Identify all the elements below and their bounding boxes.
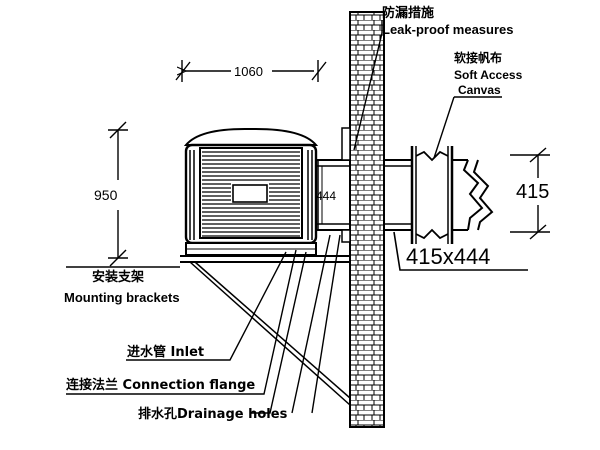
leak-proof-label-en: Leak-proof measures <box>382 22 514 37</box>
dimension-duct-size-pointer <box>393 231 528 271</box>
duct-size-label: 415x444 <box>406 244 490 269</box>
duct-height-dimension-label: 415 <box>516 181 549 203</box>
duct-inner-dimension-label: 444 <box>316 189 336 203</box>
mounting-bracket <box>180 255 351 406</box>
soft-access-label-en-2: Canvas <box>458 83 501 97</box>
dimension-height <box>108 121 128 267</box>
leader-lines <box>66 20 502 414</box>
dimension-duct-height <box>510 147 550 240</box>
width-dimension-label: 1060 <box>234 64 263 79</box>
dimension-width <box>175 60 327 82</box>
drainage-holes-label: 排水孔Drainage holes <box>138 406 288 422</box>
soft-access-label-cn: 软接帆布 <box>454 50 502 65</box>
mounting-label-cn: 安装支架 <box>92 269 144 285</box>
air-duct <box>316 127 494 244</box>
inlet-label: 进水管 Inlet <box>127 344 204 360</box>
leak-proof-label-cn: 防漏措施 <box>382 5 434 21</box>
air-cooler-unit <box>183 127 319 256</box>
brick-wall <box>349 11 385 428</box>
soft-access-label-en-1: Soft Access <box>454 68 523 82</box>
louvre-lines <box>202 151 300 237</box>
connection-flange-label: 连接法兰 Connection flange <box>66 377 255 393</box>
mounting-label-en: Mounting brackets <box>64 290 180 305</box>
unit-badge <box>232 184 268 203</box>
height-dimension-label: 950 <box>94 187 118 203</box>
